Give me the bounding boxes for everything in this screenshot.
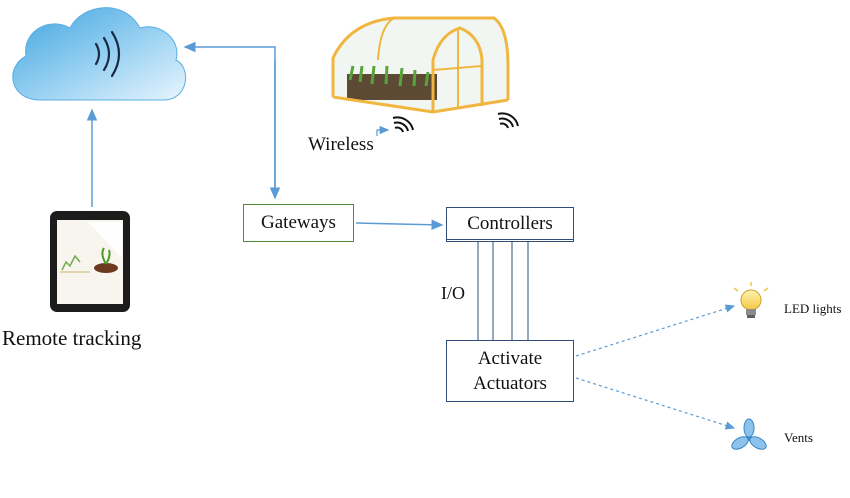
actuator-to-vent-arrow [575, 377, 736, 430]
gateway-to-cloud-arrow [183, 41, 276, 197]
fan-icon [731, 418, 767, 450]
actuator-to-led-arrow [575, 304, 736, 357]
wireless-label: Wireless [308, 134, 374, 155]
cloud-icon [12, 7, 186, 101]
gateways-box: Gateways [243, 204, 354, 242]
actuators-label-line1: Activate [477, 348, 543, 369]
io-label: I/O [441, 283, 465, 303]
controllers-label: Controllers [467, 212, 553, 234]
gateway-to-controller-arrow [355, 219, 444, 231]
controllers-box: Controllers [446, 207, 574, 240]
light-bulb-icon [733, 282, 769, 318]
tablet-icon [50, 211, 130, 312]
greenhouse-icon [331, 16, 510, 114]
actuators-label-line2: Actuators [473, 373, 547, 394]
vents-label: Vents [784, 430, 813, 445]
actuators-box: Activate Actuators [446, 340, 574, 402]
io-lines [477, 242, 529, 340]
gateways-label: Gateways [261, 212, 336, 233]
wireless-signal-icon [376, 112, 519, 136]
connectors [86, 41, 736, 430]
remote-tracking-label: Remote tracking [2, 326, 142, 350]
led-lights-label: LED lights [784, 301, 842, 316]
